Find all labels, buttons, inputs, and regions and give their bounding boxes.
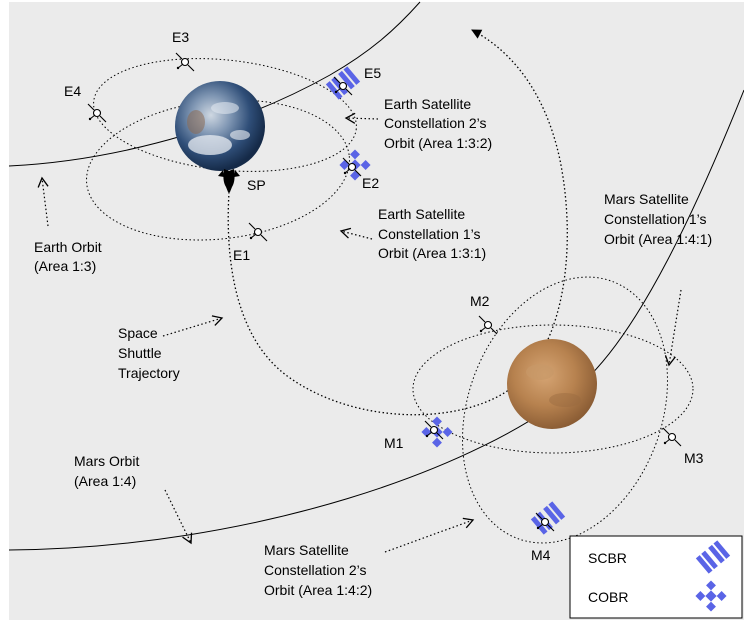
arrow-earth-c2 <box>344 112 379 124</box>
annotation-earth-orbit: Earth Orbit (Area 1:3) <box>34 239 106 274</box>
label-e5: E5 <box>364 65 381 81</box>
annotation-earth-constellation-1: Earth Satellite Constellation 1’s Orbit … <box>378 206 486 261</box>
annotation-earth-constellation-2: Earth Satellite Constellation 2’s Orbit … <box>384 96 492 151</box>
arrow-mars-c1 <box>664 289 682 367</box>
earth-orbit-path <box>8 1 421 167</box>
legend: SCBR COBR <box>569 535 743 619</box>
label-m3: M3 <box>684 450 704 466</box>
mars-planet <box>507 339 597 429</box>
label-e3: E3 <box>172 29 189 45</box>
label-sp: SP <box>247 177 266 193</box>
annotation-mars-orbit: Mars Orbit (Area 1:4) <box>74 453 143 489</box>
label-m2: M2 <box>470 293 490 309</box>
arrow-mars-orbit <box>164 489 193 545</box>
space-shuttle-icon <box>218 169 240 192</box>
annotation-shuttle-trajectory: Space Shuttle Trajectory <box>118 325 180 381</box>
arrow-earth-c1 <box>339 227 373 240</box>
label-m4: M4 <box>531 547 551 563</box>
label-e2: E2 <box>362 175 379 191</box>
label-m1: M1 <box>384 435 404 451</box>
label-e4: E4 <box>64 83 81 99</box>
diagram-background <box>9 2 744 620</box>
earth-planet <box>175 81 265 171</box>
label-e1: E1 <box>233 247 250 263</box>
legend-cobr-label: COBR <box>588 589 628 605</box>
legend-scbr-label: SCBR <box>588 550 627 566</box>
mars-constellation-2-orbit <box>462 276 668 544</box>
arrow-earth-orbit <box>37 176 49 227</box>
annotation-mars-constellation-2: Mars Satellite Constellation 2’s Orbit (… <box>264 542 372 598</box>
annotation-mars-constellation-1: Mars Satellite Constellation 1’s Orbit (… <box>604 191 712 247</box>
mars-constellation-1-orbit <box>412 324 694 454</box>
